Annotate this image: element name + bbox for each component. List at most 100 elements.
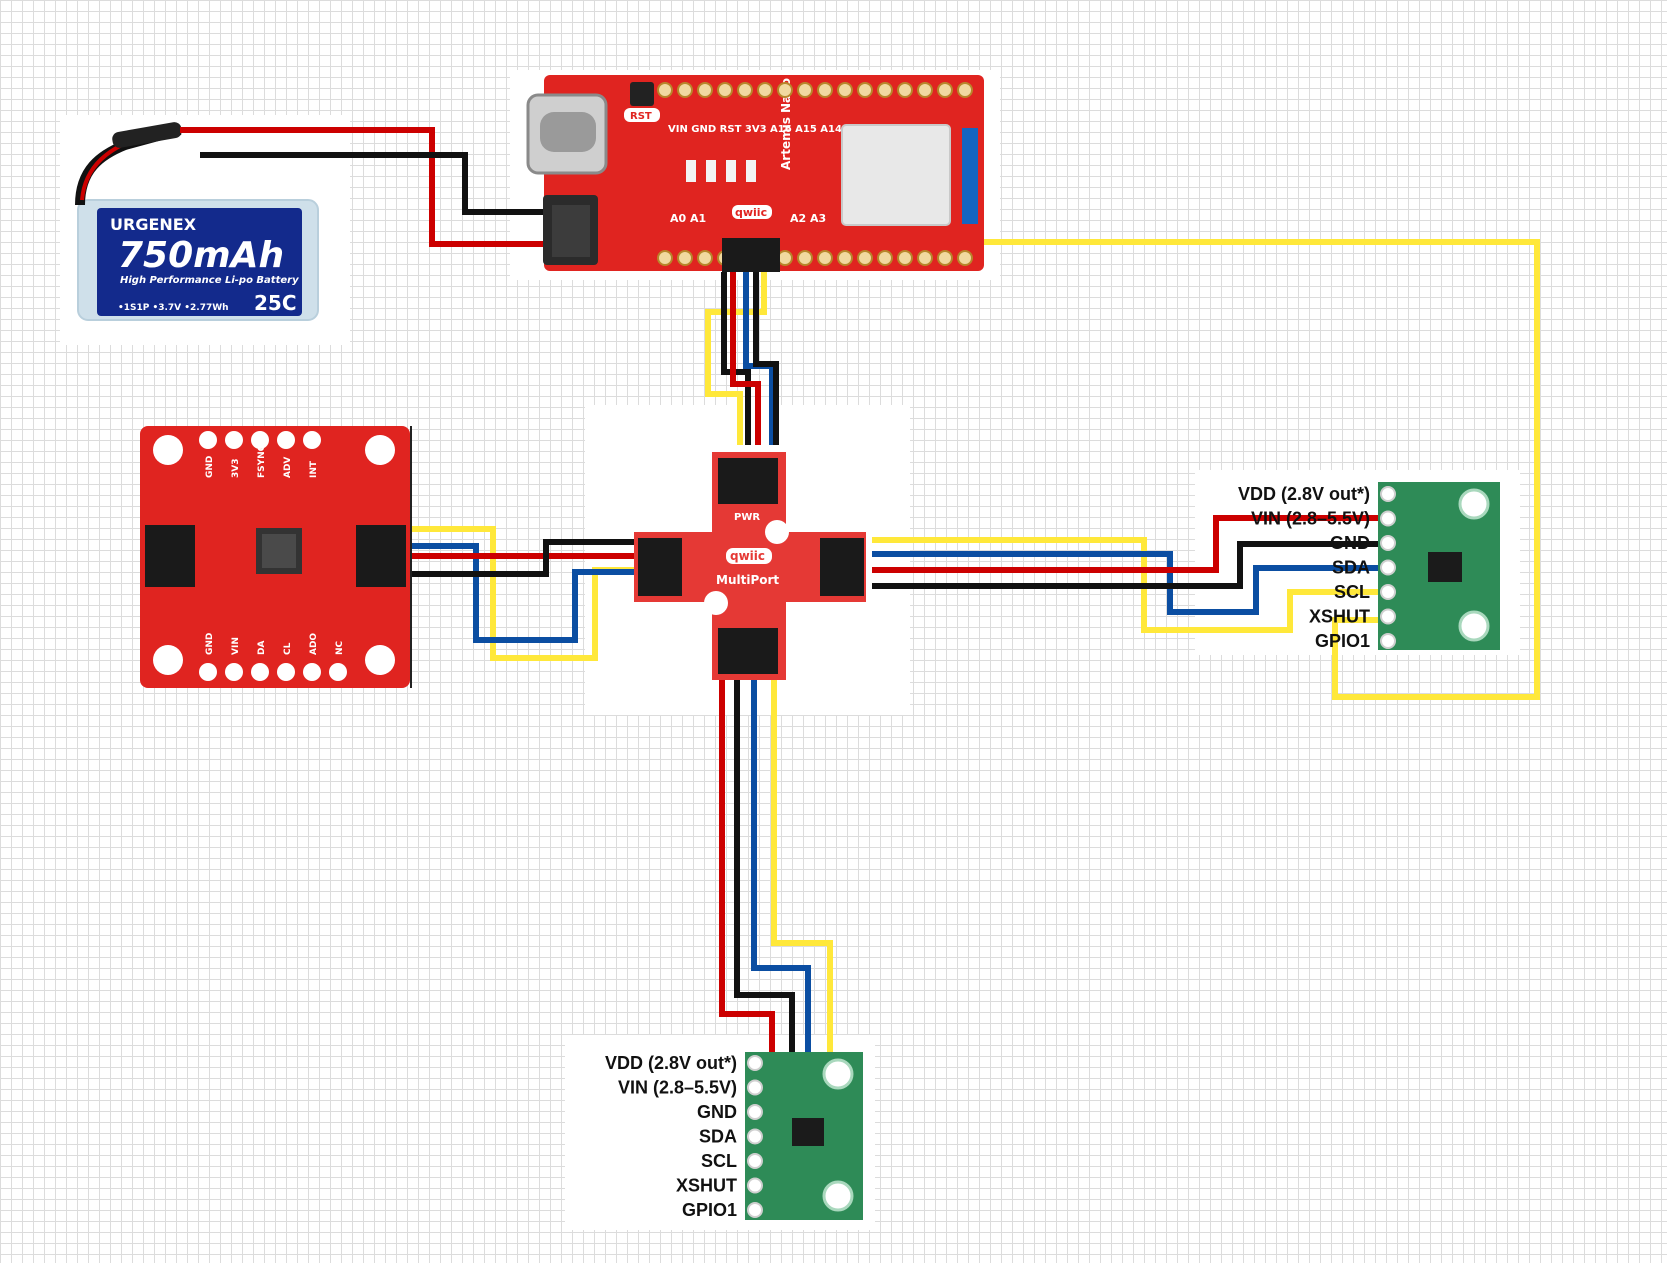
wire-tofr-red (872, 515, 1398, 573)
wire-tofr-blue (872, 551, 1388, 615)
tof-pin-label: XSHUT (1309, 607, 1370, 627)
multiport-qwiic-label: qwiic (730, 549, 765, 563)
imu-mount-hole-br (365, 645, 395, 675)
rst-badge (624, 108, 660, 122)
battery-label (97, 208, 302, 316)
tofb-hole-bottom (822, 1180, 854, 1212)
tof-pin-label: VIN (2.8–5.5V) (1251, 509, 1370, 529)
imu-pin-pad (251, 663, 269, 681)
tof-pin-pad (747, 1128, 763, 1145)
artemis-top-pin-hole (837, 82, 853, 98)
smd-part-1 (686, 160, 696, 182)
wire-artemis-gpio-yellow (946, 239, 1540, 700)
tof-pin-pad (1380, 608, 1396, 625)
tof-pin-pad (1380, 486, 1396, 502)
tof-pin-label: SCL (1334, 582, 1370, 602)
reset-button (630, 82, 654, 106)
tofb-pin-pads (747, 1055, 763, 1218)
artemis-bottom-pin-hole (777, 250, 793, 266)
imu-pin-pad (303, 663, 321, 681)
imu-pin-label: INT (309, 460, 319, 478)
artemis-bottom-pin-hole (857, 250, 873, 266)
tofr-pin-labels: VDD (2.8V out*)VIN (2.8–5.5V)GNDSDASCLXS… (1238, 484, 1370, 651)
tof-pin-label: SDA (1332, 558, 1370, 578)
battery-spec: •1S1P •3.7V •2.77Wh (118, 303, 229, 313)
tofr-pin-pads (1380, 486, 1396, 649)
tof-pin-pad (1380, 633, 1396, 649)
wire-battery-black (200, 152, 545, 215)
artemis-top-pin-hole (657, 82, 673, 98)
imu-pin-pad (199, 663, 217, 681)
artemis-bottom-pin-hole (937, 250, 953, 266)
antenna (962, 128, 978, 224)
artemis-nano-board: RST VIN GND RST 3V3 A16 A15 A14 A0 A1 A2… (526, 75, 984, 272)
artemis-bottom-pin-hole (897, 250, 913, 266)
tofb-chip (792, 1118, 824, 1146)
qwiic-multiport: qwiic MultiPort PWR (634, 452, 866, 680)
tof-pin-label: VDD (2.8V out*) (1238, 484, 1370, 504)
tof-pin-label: GPIO1 (1315, 631, 1370, 651)
tofr-hole-bottom (1458, 610, 1490, 642)
artemis-bottom-pin-hole (917, 250, 933, 266)
imu-pin-pad (277, 663, 295, 681)
tofr-chip (1428, 552, 1462, 582)
artemis-right-pins: A2 A3 (790, 212, 826, 225)
artemis-bottom-pin-hole (697, 250, 713, 266)
tof-sensor-right: VDD (2.8V out*)VIN (2.8–5.5V)GNDSDASCLXS… (1238, 482, 1500, 651)
wire-tofb-red (719, 680, 775, 1088)
artemis-bottom-pin-hole (877, 250, 893, 266)
artemis-top-pin-hole (797, 82, 813, 98)
wire-imu-blue (412, 543, 636, 643)
multiport-hole-tr (765, 520, 789, 544)
imu-mount-hole-tl (153, 435, 183, 465)
artemis-qwiic-label: qwiic (735, 206, 767, 219)
tof-pin-pad (1380, 584, 1396, 600)
tofb-hole-top (822, 1058, 854, 1090)
battery-brand: URGENEX (110, 215, 197, 234)
artemis-module (841, 124, 951, 226)
imu-mount-hole-tr (365, 435, 395, 465)
artemis-top-pin-hole (877, 82, 893, 98)
tofr-hole-top (1458, 488, 1490, 520)
artemis-bottom-pin-hole (817, 250, 833, 266)
artemis-top-pin-hole (937, 82, 953, 98)
multiport-pwr: PWR (734, 512, 760, 523)
artemis-top-pin-hole (717, 82, 733, 98)
imu-mount-hole-bl (153, 645, 183, 675)
imu-pin-label: VIN (231, 637, 241, 655)
artemis-bottom-pin-hole (657, 250, 673, 266)
imu-pin-label: ADV (283, 457, 293, 478)
artemis-top-pins: VIN GND RST 3V3 A16 A15 A14 (668, 124, 842, 135)
imu-pin-pad (225, 431, 243, 449)
multiport-hole-bl (704, 591, 728, 615)
imu-pin-pad (225, 663, 243, 681)
wire-artemis-yellow (705, 272, 767, 445)
multiport-port-left (638, 538, 682, 596)
tof-pin-pad (747, 1202, 763, 1218)
tof-pin-pad (747, 1055, 763, 1071)
tof-pin-pad (1380, 559, 1396, 576)
artemis-top-pin-hole (897, 82, 913, 98)
lipo-battery: URGENEX 750mAh High Performance Li-po Ba… (75, 122, 319, 321)
tof-pin-pad (747, 1177, 763, 1194)
artemis-top-pin-hole (757, 82, 773, 98)
multiport-port-bottom (718, 628, 778, 674)
smd-part-2 (706, 160, 716, 182)
imu-pin-pad (277, 431, 295, 449)
multiport-qwiic-badge (726, 548, 772, 564)
artemis-bottom-pin-hole (797, 250, 813, 266)
artemis-top-pin-hole (917, 82, 933, 98)
tof-pin-label: GPIO1 (682, 1200, 737, 1220)
multiport-pcb (634, 452, 866, 680)
artemis-top-pin-hole (737, 82, 753, 98)
imu-pin-label: ADO (309, 633, 319, 655)
imu-pin-pad (199, 431, 217, 449)
tof-pin-pad (747, 1153, 763, 1169)
artemis-top-pin-hole (777, 82, 793, 98)
artemis-name: Artemis Nano (779, 78, 793, 170)
imu-chip-die (262, 534, 296, 568)
